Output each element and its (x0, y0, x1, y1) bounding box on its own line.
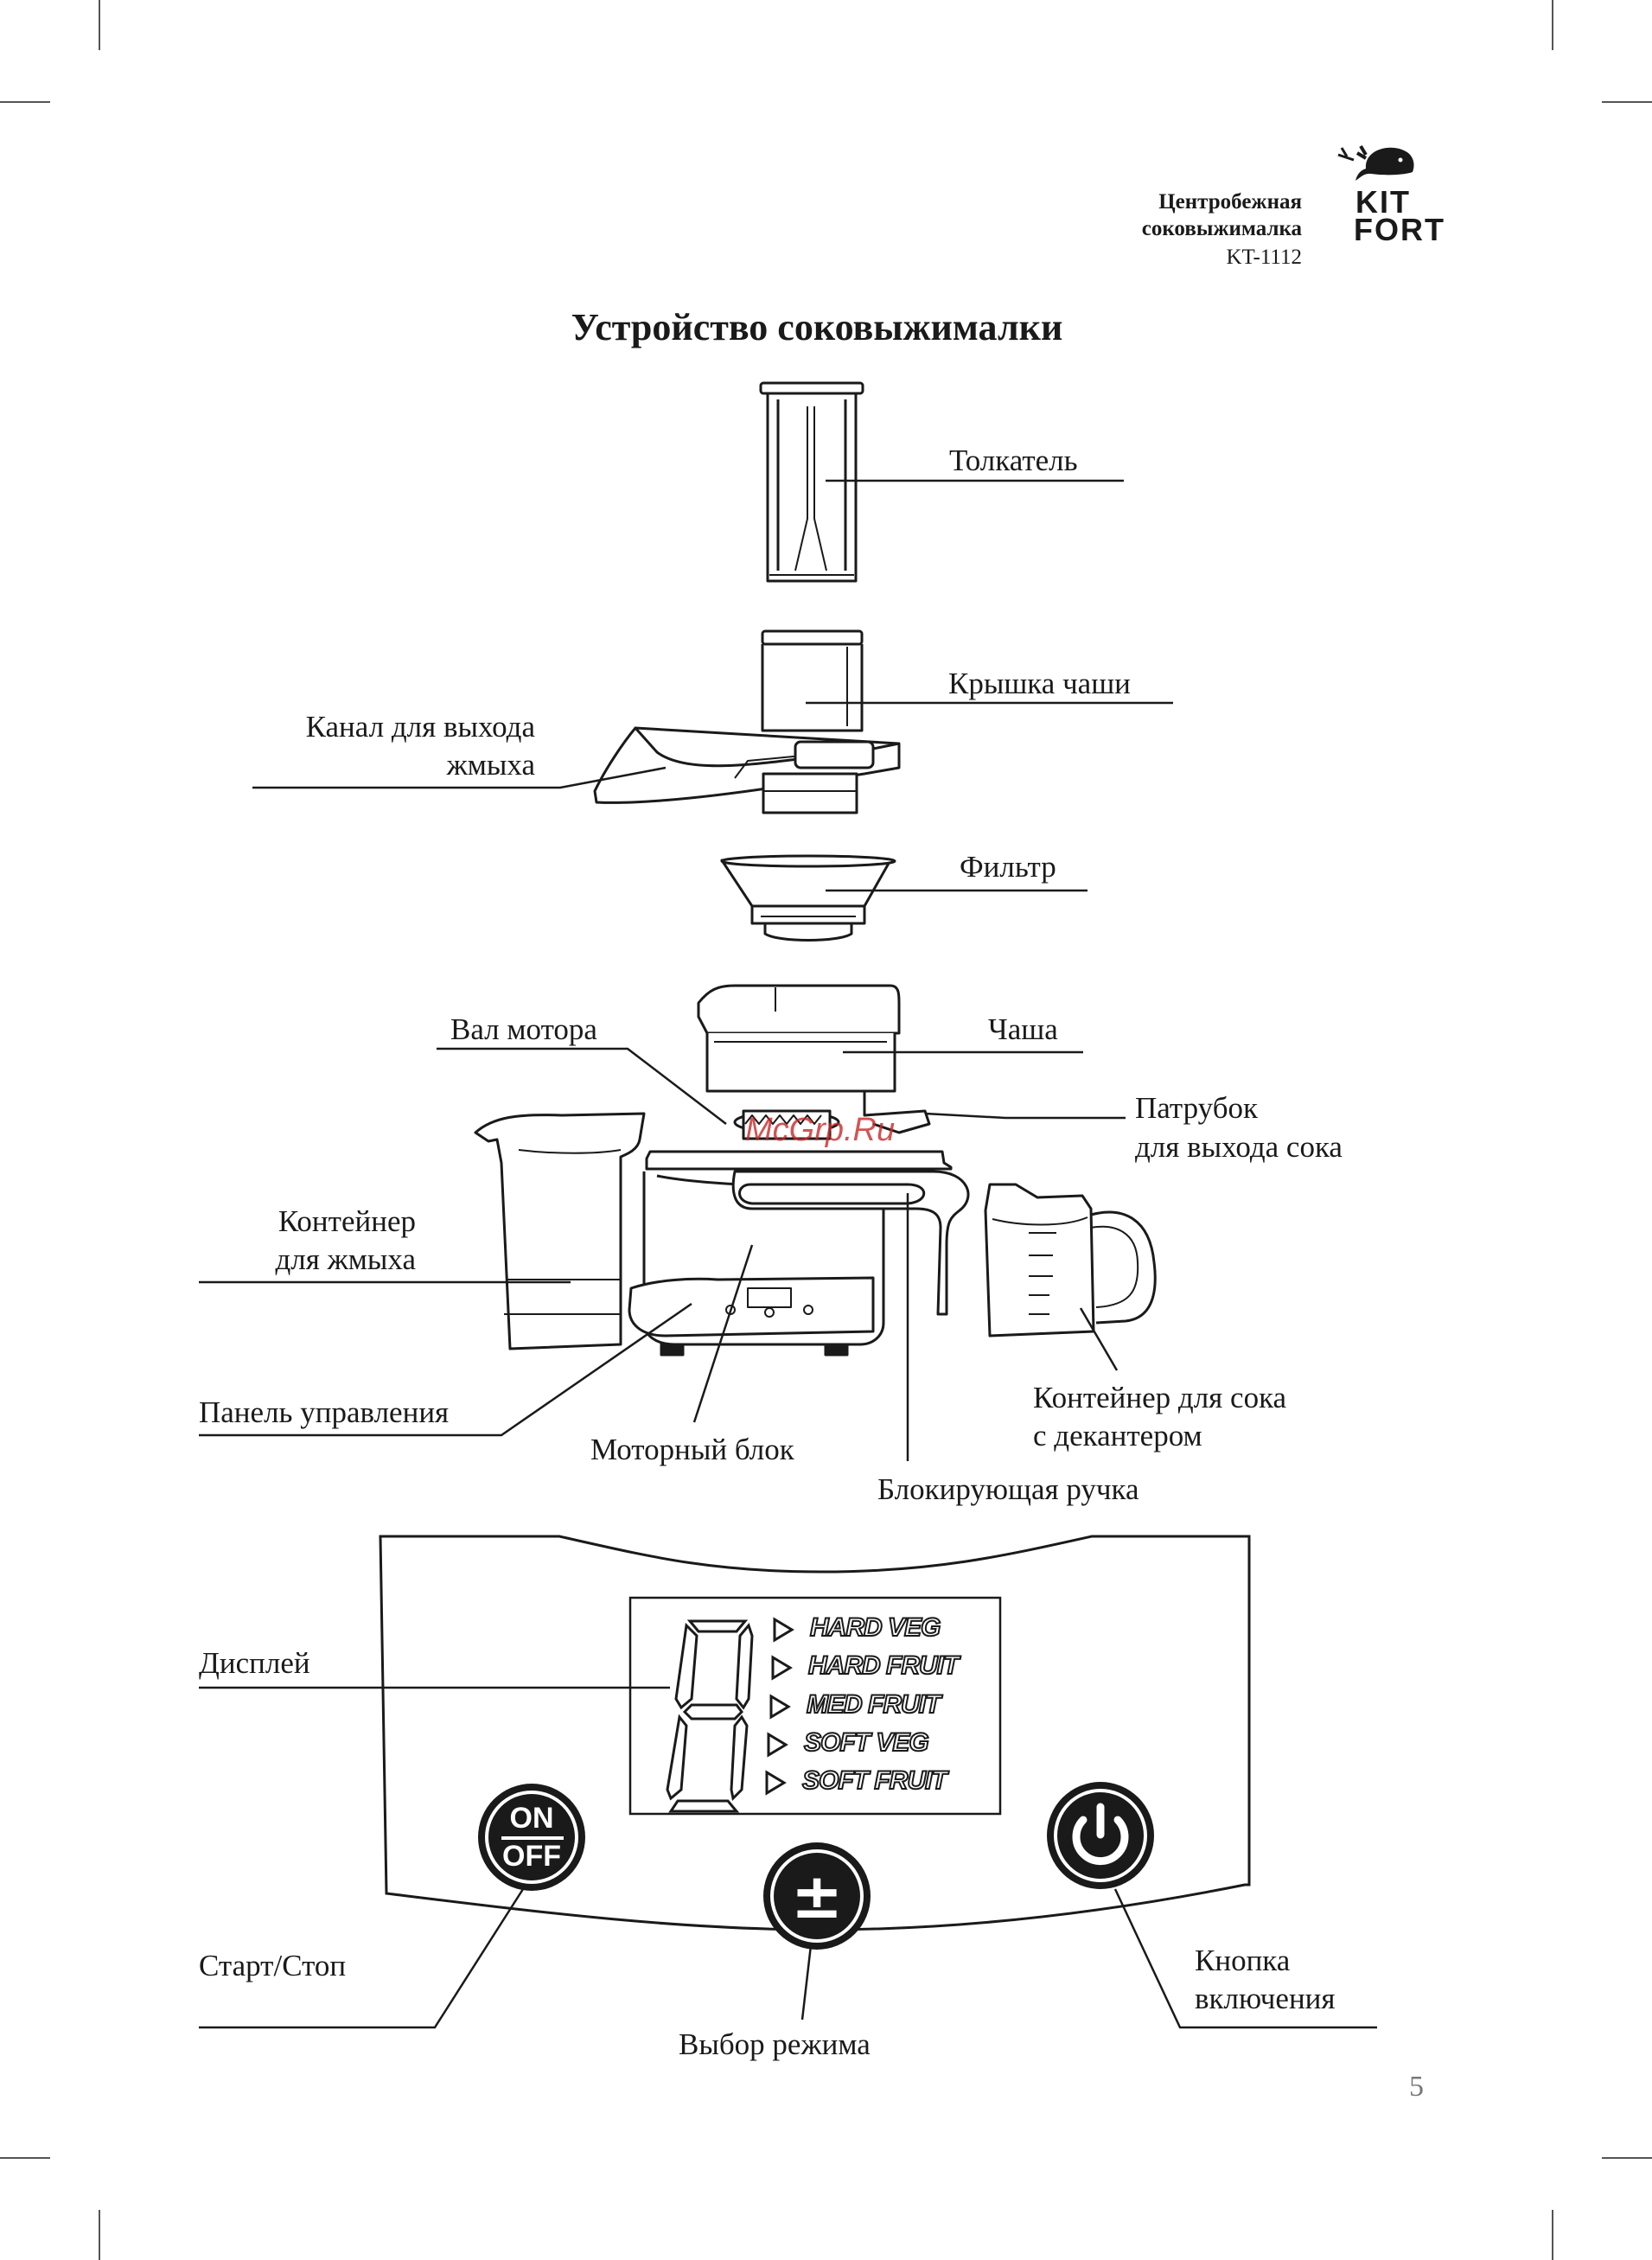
mode-hard-veg: HARD VEG (809, 1612, 941, 1643)
pulp-container-part (474, 1112, 646, 1350)
label-display: Дисплей (199, 1646, 310, 1680)
logo-line1: KIT (1355, 184, 1411, 220)
label-power-button-2: включения (1195, 1982, 1336, 2015)
leader-mode-select (800, 1944, 813, 2021)
mode-indicators (765, 1617, 794, 1796)
leader-start-stop (199, 1888, 525, 2029)
logo-line2: FORT (1354, 212, 1445, 247)
bowl-lid-part (593, 629, 901, 814)
label-juice-container-2: с декантером (1033, 1419, 1202, 1452)
label-bowl-lid: Крышка чаши (948, 667, 1131, 700)
mode-select-button[interactable]: ± (763, 1842, 871, 1950)
off-label: OFF (502, 1840, 561, 1873)
label-power-button-1: Кнопка (1195, 1944, 1291, 1977)
seven-segment-digit (666, 1619, 754, 1813)
whale-plug-icon (1337, 144, 1414, 181)
label-motor-shaft: Вал мотора (450, 1012, 597, 1046)
on-label: ON (509, 1802, 554, 1835)
label-pulp-container-1: Контейнер (277, 1204, 416, 1238)
label-locking-handle: Блокирующая ручка (877, 1472, 1139, 1506)
label-pulp-channel-2: жмыха (446, 748, 535, 782)
label-start-stop: Старт/Стоп (199, 1949, 347, 1982)
display-frame (628, 1596, 1002, 1816)
motor-shaft-part (733, 1109, 840, 1140)
leader-pulp-channel (252, 766, 667, 789)
power-icon (1072, 1803, 1129, 1866)
label-bowl: Чаша (988, 1012, 1058, 1046)
mode-med-fruit: MED FRUIT (806, 1689, 941, 1720)
on-off-button[interactable]: ON OFF (478, 1784, 585, 1891)
juicer-diagram (199, 381, 1173, 1461)
leader-juice-container (1079, 1307, 1119, 1371)
label-pulp-container-2: для жмыха (275, 1242, 416, 1276)
label-spout-2: для выхода сока (1135, 1130, 1343, 1164)
label-mode-select: Выбор режима (679, 2027, 871, 2061)
motor-base-part (628, 1150, 953, 1357)
watermark: McGrp.Ru (745, 1112, 896, 1148)
label-spout-1: Патрубок (1135, 1091, 1259, 1125)
label-control-panel: Панель управления (199, 1395, 450, 1429)
panel-outline (379, 1535, 1251, 1931)
leader-control-panel (199, 1302, 692, 1437)
leader-spout (924, 1112, 1126, 1120)
label-motor-unit: Моторный блок (590, 1433, 794, 1466)
page-number: 5 (1409, 2071, 1424, 2103)
bowl-part (697, 984, 931, 1134)
mode-soft-fruit: SOFT FRUIT (801, 1765, 948, 1796)
label-pulp-channel-1: Канал для выхода (305, 710, 535, 744)
buttons-graphics (478, 1782, 1154, 1950)
leader-motor-unit (692, 1244, 754, 1423)
leader-power-button (1113, 1888, 1377, 2029)
mode-soft-veg: SOFT VEG (803, 1727, 930, 1758)
page-title: Устройство соковыжималки (571, 306, 1063, 348)
header-model: KT-1112 (1226, 246, 1303, 269)
control-panel-diagram (199, 1535, 1377, 2029)
label-pusher: Толкатель (949, 444, 1078, 477)
kitfort-logo: KIT FORT (1323, 134, 1444, 246)
juice-container-part (984, 1183, 1157, 1337)
mode-hard-fruit: HARD FRUIT (807, 1650, 960, 1681)
label-filter: Фильтр (960, 850, 1056, 884)
header-line2: соковыжималка (1141, 217, 1302, 240)
leader-motor-shaft (437, 1047, 727, 1125)
header-line1: Центробежная (1158, 190, 1302, 214)
filter-part (720, 854, 896, 942)
pusher-part (759, 381, 864, 583)
power-button[interactable] (1047, 1782, 1154, 1889)
label-juice-container-1: Контейнер для сока (1033, 1381, 1287, 1414)
plus-minus-icon: ± (790, 1860, 844, 1932)
